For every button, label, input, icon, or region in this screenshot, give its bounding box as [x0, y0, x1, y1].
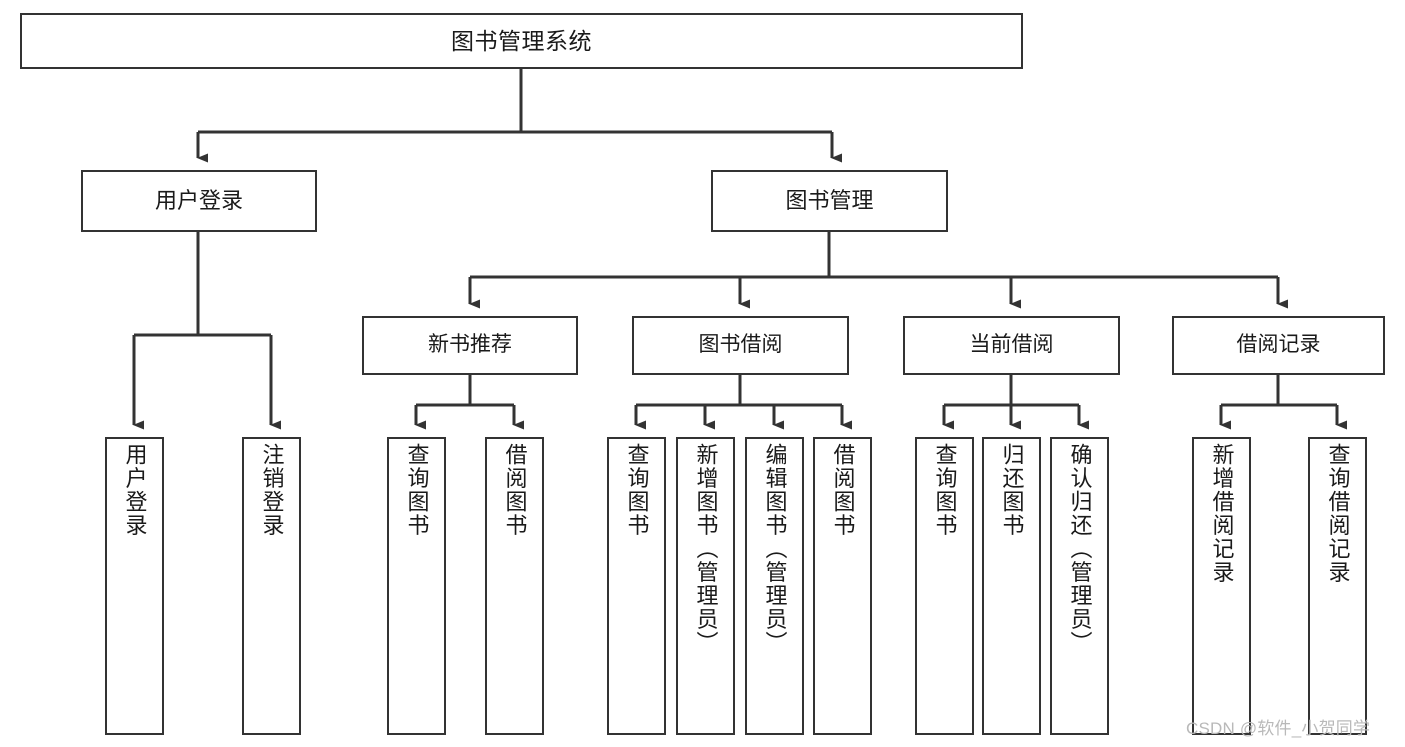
- watermark-text: CSDN @软件_小贺同学: [1186, 719, 1371, 738]
- node-leaf-confirm-return-label: 确认归还（管理员）: [1067, 443, 1093, 655]
- node-leaf-query-book-2[interactable]: 查询图书: [607, 437, 666, 735]
- node-leaf-logout-label: 注销登录: [259, 443, 285, 537]
- node-current-borrow-label: 当前借阅: [969, 333, 1054, 357]
- node-new-book-rec-label: 新书推荐: [428, 333, 512, 357]
- node-book-borrow-label: 图书借阅: [698, 333, 783, 357]
- node-leaf-borrow-book-2-label: 借阅图书: [830, 443, 856, 537]
- node-leaf-query-book-3-label: 查询图书: [932, 443, 958, 537]
- node-leaf-query-book-2-label: 查询图书: [624, 443, 650, 537]
- node-user-login-label: 用户登录: [154, 188, 243, 214]
- node-leaf-query-record[interactable]: 查询借阅记录: [1308, 437, 1367, 735]
- node-leaf-query-book-3[interactable]: 查询图书: [915, 437, 974, 735]
- node-leaf-add-book-label: 新增图书（管理员）: [693, 443, 719, 655]
- node-borrow-record[interactable]: 借阅记录: [1172, 316, 1385, 375]
- node-root[interactable]: 图书管理系统: [20, 13, 1023, 69]
- node-book-borrow[interactable]: 图书借阅: [632, 316, 849, 375]
- node-leaf-query-book-1[interactable]: 查询图书: [387, 437, 446, 735]
- node-leaf-add-book[interactable]: 新增图书（管理员）: [676, 437, 735, 735]
- node-leaf-query-book-1-label: 查询图书: [404, 443, 430, 537]
- node-leaf-user-login[interactable]: 用户登录: [105, 437, 164, 735]
- node-leaf-user-login-label: 用户登录: [122, 443, 148, 537]
- node-leaf-borrow-book-1-label: 借阅图书: [502, 443, 528, 537]
- node-leaf-query-record-label: 查询借阅记录: [1325, 443, 1351, 584]
- node-leaf-confirm-return[interactable]: 确认归还（管理员）: [1050, 437, 1109, 735]
- node-leaf-borrow-book-2[interactable]: 借阅图书: [813, 437, 872, 735]
- node-leaf-return-book-label: 归还图书: [999, 443, 1025, 537]
- node-book-manage[interactable]: 图书管理: [711, 170, 948, 232]
- node-leaf-edit-book-label: 编辑图书（管理员）: [762, 443, 788, 655]
- node-leaf-return-book[interactable]: 归还图书: [982, 437, 1041, 735]
- node-book-manage-label: 图书管理: [785, 188, 874, 214]
- node-leaf-add-record-label: 新增借阅记录: [1209, 443, 1235, 584]
- node-root-label: 图书管理系统: [451, 27, 592, 54]
- node-leaf-borrow-book-1[interactable]: 借阅图书: [485, 437, 544, 735]
- node-user-login[interactable]: 用户登录: [81, 170, 317, 232]
- node-borrow-record-label: 借阅记录: [1236, 333, 1321, 357]
- node-new-book-rec[interactable]: 新书推荐: [362, 316, 578, 375]
- node-leaf-add-record[interactable]: 新增借阅记录: [1192, 437, 1251, 735]
- node-current-borrow[interactable]: 当前借阅: [903, 316, 1120, 375]
- node-leaf-edit-book[interactable]: 编辑图书（管理员）: [745, 437, 804, 735]
- node-leaf-logout[interactable]: 注销登录: [242, 437, 301, 735]
